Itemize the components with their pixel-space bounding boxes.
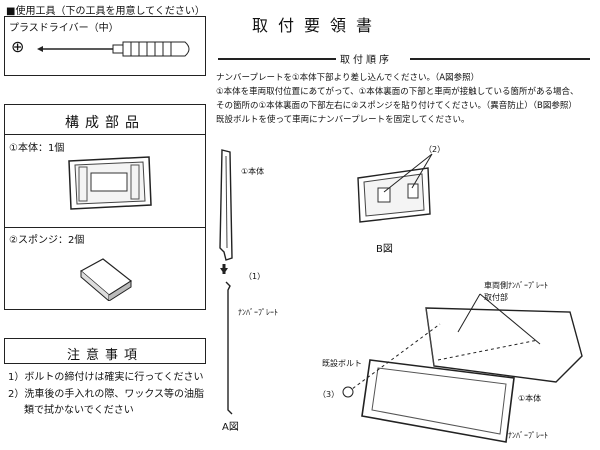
sponge-illustration xyxy=(79,258,133,301)
fig-a-body-label: ①本体 xyxy=(241,167,265,176)
fig-b-caption: B図 xyxy=(376,244,393,255)
fig-a-caption: A図 xyxy=(222,422,239,433)
fig-c-body-label: ①本体 xyxy=(518,394,542,403)
fig-c-plate-label: ﾅﾝﾊﾞｰﾌﾟﾚｰﾄ xyxy=(508,431,548,440)
figure-c-illustration xyxy=(342,293,583,443)
part-sponge-label: ②スポンジ：2個 xyxy=(9,235,85,246)
instruction-line-1: ナンバープレートを①本体下部より差し込んでください。（A図参照） xyxy=(216,73,480,83)
figure-a-illustration xyxy=(219,149,233,415)
cautions-title: 注意事項 xyxy=(66,348,143,363)
fig-c-bolt-label: 既設ボルト xyxy=(322,359,362,368)
main-title-box: 取付要領書 xyxy=(252,6,382,36)
tools-box: プラスドライバー（中） ⊕ xyxy=(4,16,206,76)
parts-title: 構成部品 xyxy=(65,115,145,131)
heading-rule-left xyxy=(218,58,336,60)
screwdriver-icon xyxy=(37,41,190,57)
fig-b-sponge-label: （2） xyxy=(424,145,446,154)
parts-divider xyxy=(5,227,205,228)
instruction-line-2: ①本体を車両取付位置にあてがって、①本体裏面の下部と車両が接触している箇所がある… xyxy=(216,87,579,97)
fig-a-step-label: （1） xyxy=(244,272,266,281)
fig-a-plate-label: ﾅﾝﾊﾞｰﾌﾟﾚｰﾄ xyxy=(238,308,278,317)
part-body-label: ①本体：1個 xyxy=(9,143,65,154)
parts-body-box: ①本体：1個 ②スポンジ：2個 xyxy=(4,134,206,310)
cautions-title-box: 注意事項 xyxy=(4,338,206,364)
fig-c-vehicle-label-2: 取付部 xyxy=(484,293,508,302)
caution-item-2: 2）洗車後の手入れの際、ワックス等の油脂 xyxy=(8,389,205,400)
frame-part-illustration xyxy=(68,156,152,210)
caution-item-3: 類で拭かないでください xyxy=(24,405,134,416)
steps-heading: 取付順序 xyxy=(340,55,392,66)
fig-c-vehicle-label: 車両側ﾅﾝﾊﾞｰﾌﾟﾚｰﾄ xyxy=(484,281,548,290)
parts-title-box: 構成部品 xyxy=(4,104,206,136)
main-title: 取付要領書 xyxy=(252,16,383,35)
instruction-line-3: その箇所の①本体裏面の下部左右に②スポンジを貼り付けてください。（異音防止）（B… xyxy=(216,101,577,111)
heading-rule-right xyxy=(410,58,590,60)
phillips-symbol: ⊕ xyxy=(11,37,25,56)
tools-item-label: プラスドライバー（中） xyxy=(9,23,119,34)
caution-item-1: 1）ボルトの締付けは確実に行ってください xyxy=(8,372,204,383)
tools-heading: ■使用工具（下の工具を用意してください） xyxy=(6,6,205,17)
figure-b-illustration xyxy=(357,153,433,223)
fig-c-step-label: （3） xyxy=(318,390,340,399)
instruction-line-4: 既設ボルトを使って車両にナンバープレートを固定してください。 xyxy=(216,115,470,125)
